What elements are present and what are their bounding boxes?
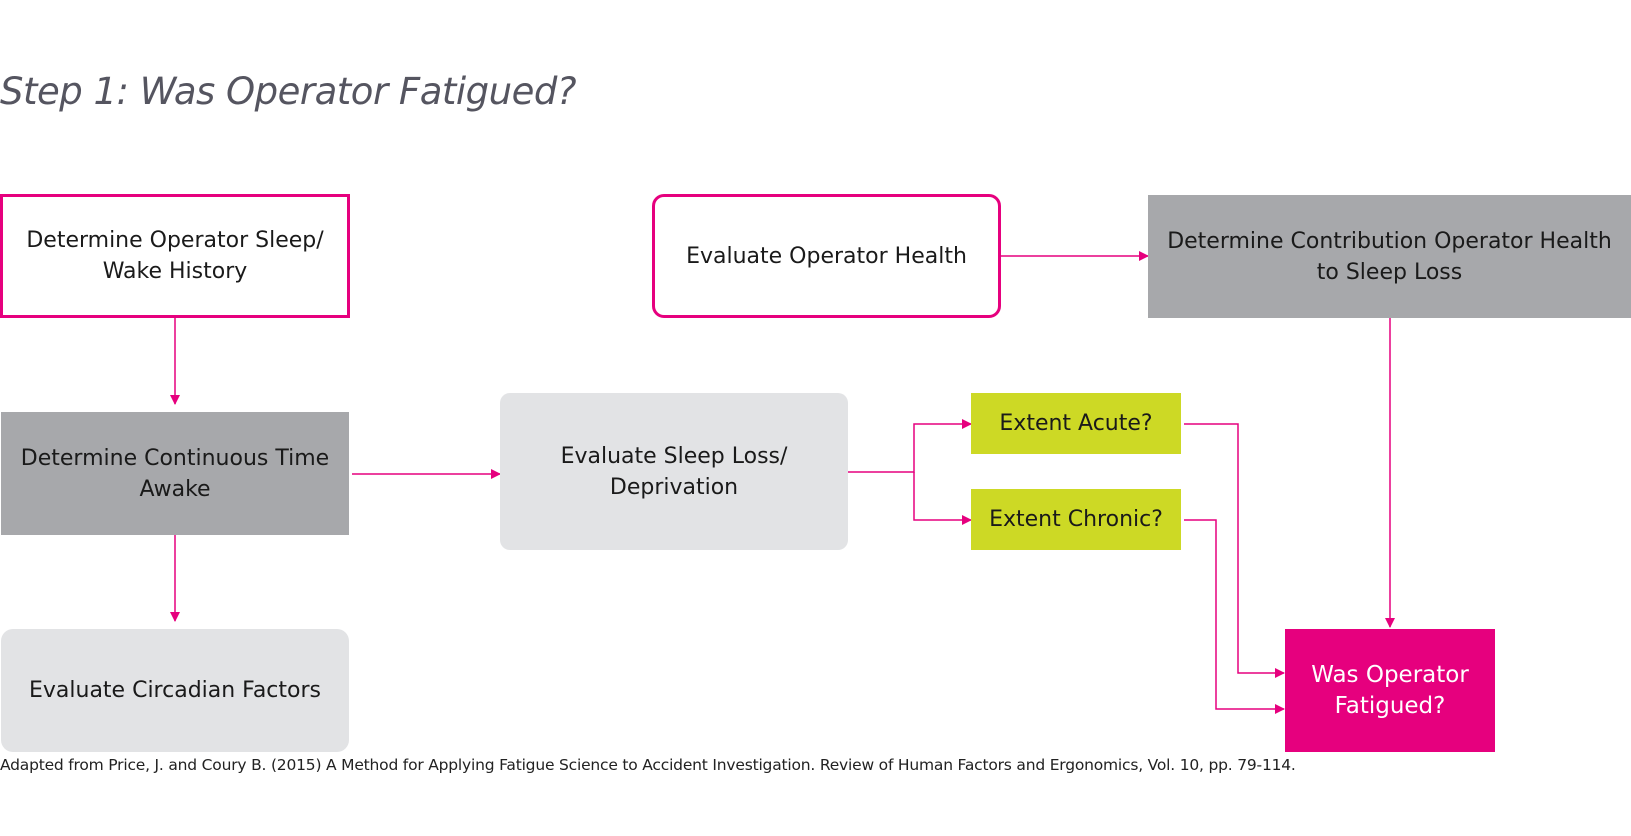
arrow-acute-to-fatigued [1184,423,1285,678]
node-label: Determine Operator Sleep/ Wake History [26,228,324,284]
node-label: Evaluate Circadian Factors [28,678,321,703]
node-label: Determine Continuous Time Awake [20,445,330,502]
node-label: Evaluate Sleep Loss/ Deprivation [560,443,788,500]
source-citation: Adapted from Price, J. and Coury B. (201… [0,756,1296,774]
node-circadian-factors: Evaluate Circadian Factors [1,629,349,752]
node-label: Determine Contribution Operator Health t… [1167,228,1612,285]
node-extent-chronic: Extent Chronic? [971,489,1181,550]
arrow-sleeploss-to-chronic [913,472,972,525]
arrow-sleeploss-to-acute [848,419,972,473]
node-label: Evaluate Operator Health [686,243,967,269]
node-sleep-wake-history: Determine Operator Sleep/ Wake History [0,194,350,318]
node-sleep-loss: Evaluate Sleep Loss/ Deprivation [500,393,848,550]
node-label: Was Operator Fatigued? [1311,661,1469,719]
node-label: Extent Chronic? [989,507,1163,532]
node-was-operator-fatigued: Was Operator Fatigued? [1285,629,1495,752]
node-operator-health: Evaluate Operator Health [652,194,1001,318]
arrow-chronic-to-fatigued [1184,519,1285,714]
node-continuous-time-awake: Determine Continuous Time Awake [1,412,349,535]
node-extent-acute: Extent Acute? [971,393,1181,454]
node-health-contribution: Determine Contribution Operator Health t… [1148,195,1631,318]
node-label: Extent Acute? [999,411,1153,436]
page-title: Step 1: Was Operator Fatigued? [0,70,577,113]
